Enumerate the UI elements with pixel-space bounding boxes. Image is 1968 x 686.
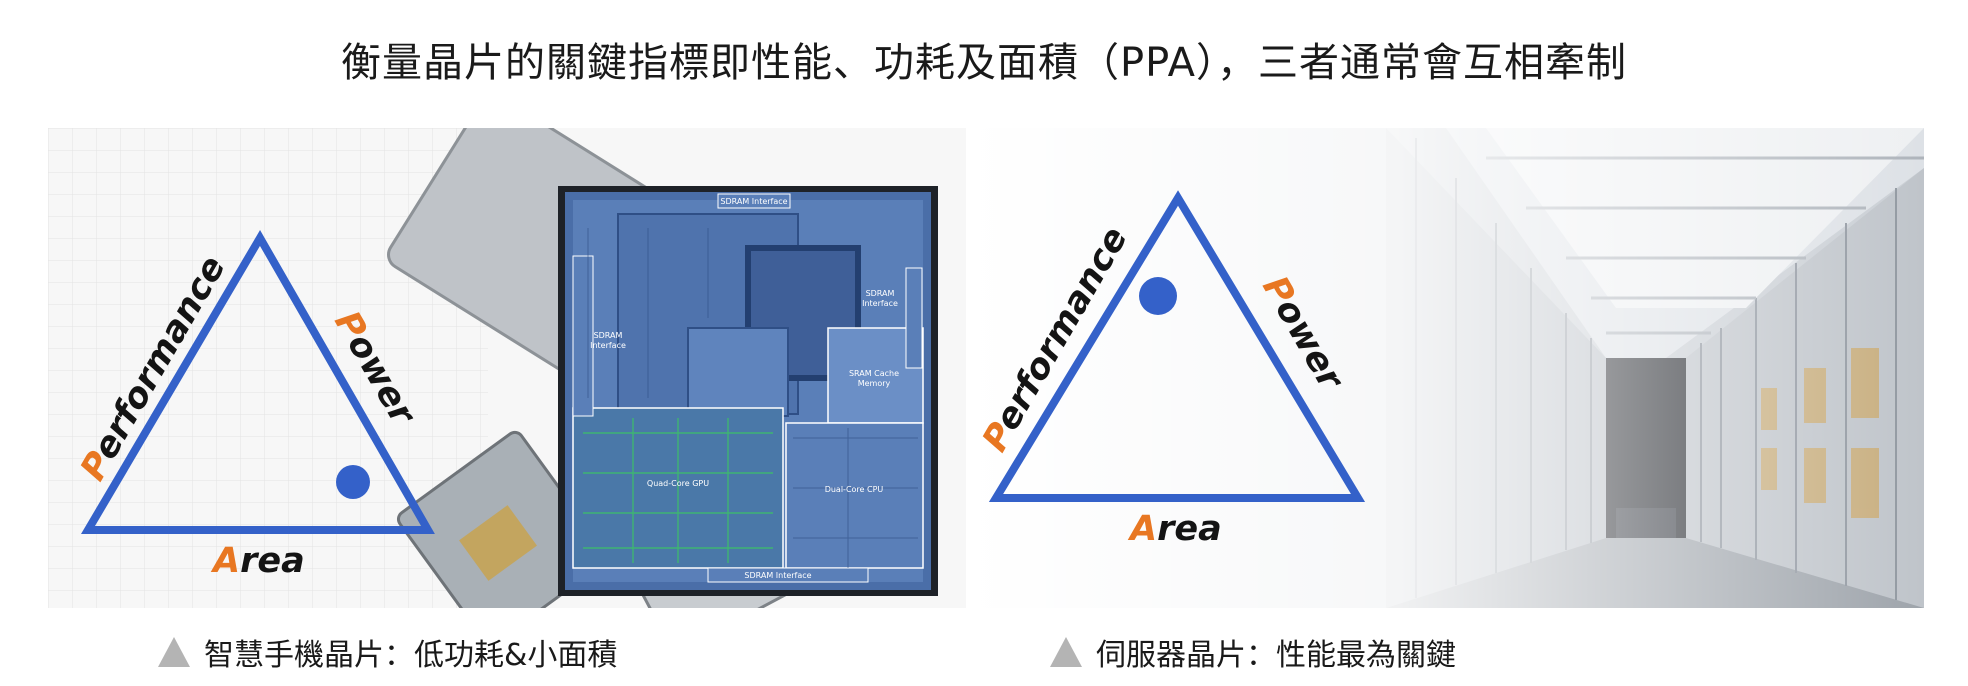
server-chip-caption: 伺服器晶片：性能最為關鍵 — [1050, 630, 1456, 674]
emphasis-dot — [336, 465, 370, 499]
die-label-sdram-top: SDRAM Interface — [720, 197, 787, 206]
die-label-sram-1: SRAM Cache — [849, 369, 899, 378]
die-label-sdram-left-1: SDRAM — [594, 331, 623, 340]
die-label-sdram-right-1: SDRAM — [866, 289, 895, 298]
chip-die: SDRAM Interface SDRAM Interface SDRAM In… — [558, 186, 938, 596]
server-chip-panel: Performance Power Area — [966, 128, 1924, 608]
triangle-marker-icon — [1050, 637, 1082, 667]
emphasis-dot — [1139, 277, 1177, 315]
smartphone-chip-illustration: SDRAM Interface SDRAM Interface SDRAM In… — [48, 128, 938, 608]
die-label-sdram-left-2: Interface — [590, 341, 626, 350]
gpu-core-lines — [583, 418, 773, 563]
caption-text: 伺服器晶片：性能最為關鍵 — [1096, 638, 1456, 673]
caption-text: 智慧手機晶片：低功耗&小面積 — [204, 638, 618, 673]
die-label-sdram-right-2: Interface — [862, 299, 898, 308]
smartphone-chip-caption: 智慧手機晶片：低功耗&小面積 — [158, 630, 617, 674]
die-label-gpu: Quad-Core GPU — [647, 479, 709, 488]
label-area: Area — [210, 541, 305, 581]
triangle-marker-icon — [158, 637, 190, 667]
smartphone-chip-panel: SDRAM Interface SDRAM Interface SDRAM In… — [48, 128, 966, 608]
die-label-sdram-bottom: SDRAM Interface — [744, 571, 811, 580]
die-label-sram-2: Memory — [858, 379, 891, 388]
page-title: 衡量晶片的關鍵指標即性能、功耗及面積（PPA），三者通常會互相牽制 — [340, 40, 1628, 86]
triangle-outline — [988, 190, 1366, 502]
die-label-cpu: Dual-Core CPU — [825, 485, 884, 494]
data-center-illustration: Performance Power Area — [966, 128, 1924, 608]
triangle-outline — [81, 230, 435, 534]
label-area: Area — [1127, 509, 1222, 549]
server-aisle-image — [966, 128, 1924, 608]
